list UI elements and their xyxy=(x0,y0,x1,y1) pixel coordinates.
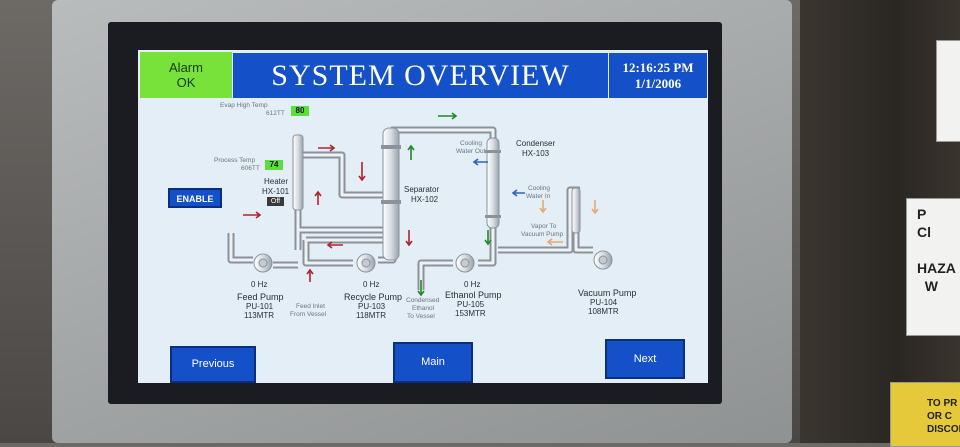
recycle-pump-tag: PU-103 xyxy=(358,302,386,311)
vacuum-pump-shape xyxy=(593,250,613,270)
recycle-pump-shape xyxy=(356,253,376,273)
condenser-name: Condenser xyxy=(516,139,556,148)
ethanol-pump-shape xyxy=(455,253,475,273)
feed-pump-mtr: 113MTR xyxy=(244,311,275,320)
flow-arrows xyxy=(243,112,599,297)
previous-button[interactable]: Previous xyxy=(170,346,256,383)
evap-temp-label: Evap High Temp xyxy=(220,102,268,109)
feed-inlet-label-2: From Vessel xyxy=(290,311,327,318)
feed-suction-pipe xyxy=(227,233,253,264)
feed-pump-name: Feed Pump xyxy=(237,292,284,302)
clock: 12:16:25 PM 1/1/2006 xyxy=(609,53,707,98)
feed-pump-shape xyxy=(253,253,273,273)
feed-pump-hz: 0 Hz xyxy=(251,280,268,289)
feed-pump-tag: PU-101 xyxy=(246,302,274,311)
ethanol-pump-mtr: 153MTR xyxy=(455,309,486,318)
feed-inlet-label-1: Feed Inlet xyxy=(296,303,325,310)
separator-tag: HX-102 xyxy=(411,195,439,204)
ethanol-pump-tag: PU-105 xyxy=(457,300,485,309)
heater-name: Heater xyxy=(264,177,289,186)
heater-tag: HX-101 xyxy=(262,187,290,196)
separator-name: Separator xyxy=(404,185,440,194)
condensed-label-3: To Vessel xyxy=(407,313,435,320)
clock-date: 1/1/2006 xyxy=(634,76,682,91)
vacuum-pump-tag: PU-104 xyxy=(590,298,618,307)
evap-temp-tag: 612TT xyxy=(266,110,285,117)
cooling-in-label-1: Cooling xyxy=(528,185,551,192)
vacuum-pump-mtr: 108MTR xyxy=(588,307,619,316)
condenser-tag: HX-103 xyxy=(522,149,550,158)
heater-status-badge: Off xyxy=(267,197,284,206)
alarm-label: Alarm xyxy=(169,60,203,75)
condensed-label-1: Condensed xyxy=(406,297,440,304)
alarm-state: OK xyxy=(176,75,196,90)
hmi-screen: Alarm OK SYSTEM OVERVIEW 12:16:25 PM 1/1… xyxy=(138,50,708,383)
condensed-label-2: Ethanol xyxy=(412,305,435,312)
blue-arrows xyxy=(472,158,525,197)
red-arrows xyxy=(243,144,413,282)
condenser-vessel xyxy=(486,137,500,229)
ethanol-pump-name: Ethanol Pump xyxy=(445,290,502,300)
main-button[interactable]: Main xyxy=(393,342,473,383)
process-temp-value: 74 xyxy=(265,160,283,170)
page-title: SYSTEM OVERVIEW xyxy=(233,53,608,98)
condensed-outlet-pipe xyxy=(417,259,453,290)
clock-time: 12:16:25 PM xyxy=(622,60,694,75)
vacuum-pump-name: Vacuum Pump xyxy=(578,288,637,298)
vapor-label-2: Vacuum Pump xyxy=(521,231,564,238)
recycle-pump-mtr: 118MTR xyxy=(356,311,387,320)
recycle-pump-name: Recycle Pump xyxy=(344,292,403,302)
cooling-in-label-2: Water In xyxy=(526,193,551,200)
recycle-loop-pipe xyxy=(306,236,397,264)
process-temp-tag: 606TT xyxy=(241,165,260,172)
pump-shapes xyxy=(253,250,613,273)
process-diagram xyxy=(227,112,613,297)
vapor-label-1: Vapor To xyxy=(531,223,557,230)
orange-arrows xyxy=(539,200,599,246)
process-temp-label: Process Temp xyxy=(214,157,256,164)
cooling-out-label-1: Cooling xyxy=(460,140,483,147)
heater-vessel xyxy=(292,134,304,211)
evap-temp-value: 80 xyxy=(291,106,309,116)
next-button[interactable]: Next xyxy=(605,339,685,379)
vapor-trap-vessel xyxy=(571,187,581,234)
recycle-pump-hz: 0 Hz xyxy=(363,280,380,289)
enable-button[interactable]: ENABLE xyxy=(168,188,222,208)
green-arrows xyxy=(407,112,492,297)
ethanol-pump-hz: 0 Hz xyxy=(464,280,481,289)
separator-vessel xyxy=(382,127,400,261)
alarm-status-button[interactable]: Alarm OK xyxy=(140,52,232,98)
wall-sign-top xyxy=(936,40,960,142)
cooling-out-label-2: Water Out xyxy=(456,148,486,155)
